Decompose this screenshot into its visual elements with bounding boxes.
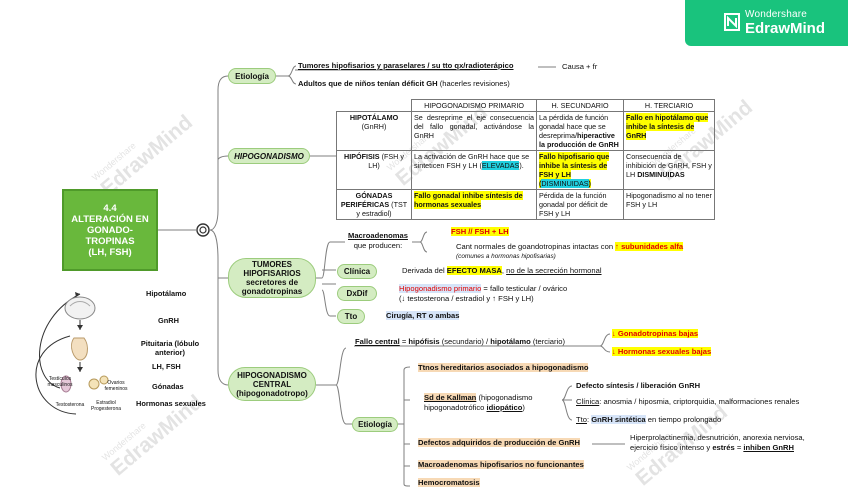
topic-hipogonadismo[interactable]: HIPOGONADISMO [228, 148, 310, 164]
tumores-item1: FSH // FSH + LH [451, 227, 509, 236]
topic-tumores[interactable]: TUMORES HIPOFISARIOS secretores de gonad… [228, 258, 316, 298]
root-topic-text: 4.4 ALTERACIÓN EN GONADO-TROPINAS (LH, F… [71, 202, 149, 258]
edrawmind-logo: Wondershare EdrawMind [685, 0, 848, 46]
tumores-item2-note: (comunes a hormonas hipofisarias) [456, 253, 556, 260]
clinica-text: Derivada del EFECTO MASA, no de la secre… [402, 266, 602, 275]
etiologia-line2: Adultos que de niños tenían déficit GH (… [298, 79, 510, 88]
topic-etiologia-central[interactable]: Etiología [352, 417, 398, 432]
label-gonadas: Gónadas [152, 382, 184, 391]
table-row: HIPOTÁLAMO(GnRH) Se desreprime el eje co… [336, 111, 715, 151]
etiologia-ttnos: Ttnos hereditarios asociados a hipogonad… [418, 363, 589, 372]
gonadotropinas-bajas: ↓ Gonadotropinas bajas [612, 329, 699, 338]
defectos-causas: Hiperprolactinemia, desnutrición, anorex… [630, 433, 805, 452]
label-lh-fsh: LH, FSH [152, 362, 181, 371]
etiologia-hemocromatosis: Hemocromatosis [418, 478, 480, 487]
tto-text: Cirugía, RT o ambas [386, 311, 460, 320]
root-topic[interactable]: 4.4 ALTERACIÓN EN GONADO-TROPINAS (LH, F… [62, 189, 158, 271]
topic-dxdif[interactable]: DxDif [337, 286, 377, 301]
hipogonadismo-table: HIPOGONADISMO PRIMARIO H. SECUNDARIO H. … [336, 99, 715, 220]
table-row: HIPÓFISIS (FSH y LH) La activación de Gn… [336, 150, 715, 190]
etiologia-line1-right: Causa + fr [562, 62, 598, 71]
hormonas-bajas: ↓ Hormonas sexuales bajas [612, 347, 712, 356]
topic-clinica[interactable]: Clínica [337, 264, 377, 279]
topic-etiologia[interactable]: Etiología [228, 68, 276, 84]
fallo-central: Fallo central = hipófisis (secundario) /… [355, 337, 565, 346]
logo-wondershare: Wondershare [745, 9, 808, 20]
hpg-axis-drawing [35, 292, 109, 415]
label-testiculos: Testículos masculinos [47, 376, 73, 388]
dxdif-text: Hipogonadismo primario = fallo testicula… [399, 284, 568, 303]
label-hipotalamo: Hipotálamo [146, 289, 187, 298]
table-header: H. TERCIARIO [623, 99, 715, 112]
label-pituitaria: Pituitaria (lóbulo anterior) [140, 339, 200, 357]
kallman-tto: Tto: GnRH sintética en tiempo prolongado [576, 415, 722, 424]
label-testosterona: Testosterona [55, 402, 85, 408]
topic-tto[interactable]: Tto [337, 309, 365, 324]
table-header: H. SECUNDARIO [536, 99, 624, 112]
logo-edrawmind: EdrawMind [745, 20, 826, 37]
label-gnrh: GnRH [158, 316, 179, 325]
table-header: HIPOGONADISMO PRIMARIO [411, 99, 537, 112]
label-estradiol: Estradiol Progesterona [90, 400, 122, 412]
etiologia-macroadenomas: Macroadenomas hipofisarios no funcionant… [418, 460, 584, 469]
kallman-clinica: Clínica: anosmia / hiposmia, criptorquid… [576, 397, 800, 406]
table-row: GÓNADAS PERIFÉRICAS (TST y estradiol) Fa… [336, 189, 715, 220]
tumores-item2: Cant normales de goandotropinas intactas… [456, 242, 684, 251]
logo-mark-icon [724, 13, 740, 31]
label-ovarios: Ovarios femeninos [104, 380, 128, 392]
topic-hipogonadismo-central[interactable]: HIPOGONADISMO CENTRAL (hipogonadotropo) [228, 367, 316, 401]
etiologia-line1: Tumores hipofisarios y paraselares / su … [298, 61, 514, 70]
etiologia-defectos: Defectos adquiridos de producción de GnR… [418, 438, 581, 447]
kallman-defecto: Defecto síntesis / liberación GnRH [576, 381, 701, 390]
label-hormonas: Hormonas sexuales [136, 399, 206, 408]
